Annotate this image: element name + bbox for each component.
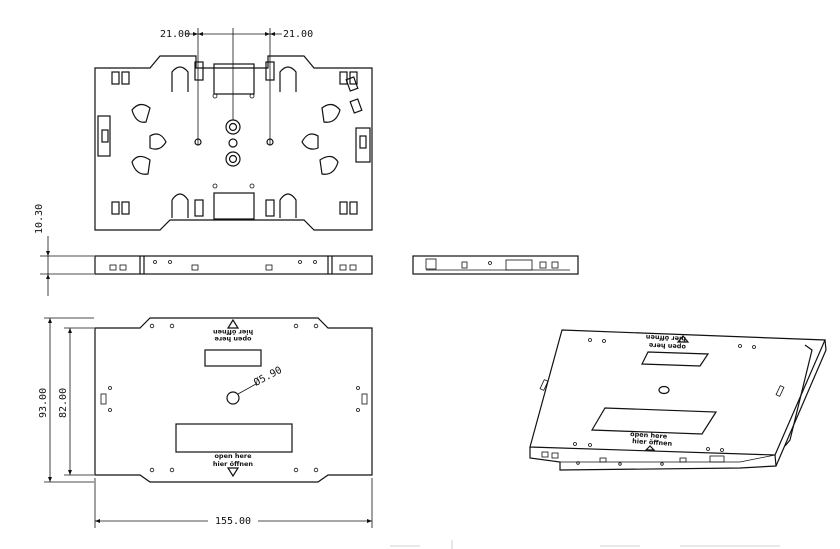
bottom-open-here-sub: hier öffnen <box>213 460 253 468</box>
top-view: 21.00 21.00 <box>94 28 373 231</box>
thickness-label: 10.30 <box>34 204 45 234</box>
bottom-strip <box>390 540 780 549</box>
iso-open-here-lower-sub: hier öffnen <box>632 437 673 448</box>
iso-open-here: open here <box>648 341 686 351</box>
inner-height-label: 82.00 <box>58 388 69 418</box>
side-view: 10.30 <box>34 204 373 296</box>
iso-open-here-lower: open here <box>630 430 668 441</box>
pitch-left-label: 21.00 <box>160 29 190 40</box>
bottom-open-here: open here <box>214 452 252 460</box>
isometric-view: open here hier öffnen open here hier öff… <box>529 329 827 471</box>
end-view <box>412 255 579 275</box>
hole-diameter-label: Ø5.90 <box>252 364 284 389</box>
pitch-right-label: 21.00 <box>283 29 313 40</box>
iso-open-here-sub: hier öffnen <box>645 333 686 343</box>
top-open-here-sub: hier öffnen <box>213 328 253 336</box>
lid-view: open here hier öffnen open here hier öff… <box>38 317 373 528</box>
length-label: 155.00 <box>215 516 251 527</box>
top-open-here: open here <box>214 335 252 343</box>
outer-height-label: 93.00 <box>38 388 49 418</box>
